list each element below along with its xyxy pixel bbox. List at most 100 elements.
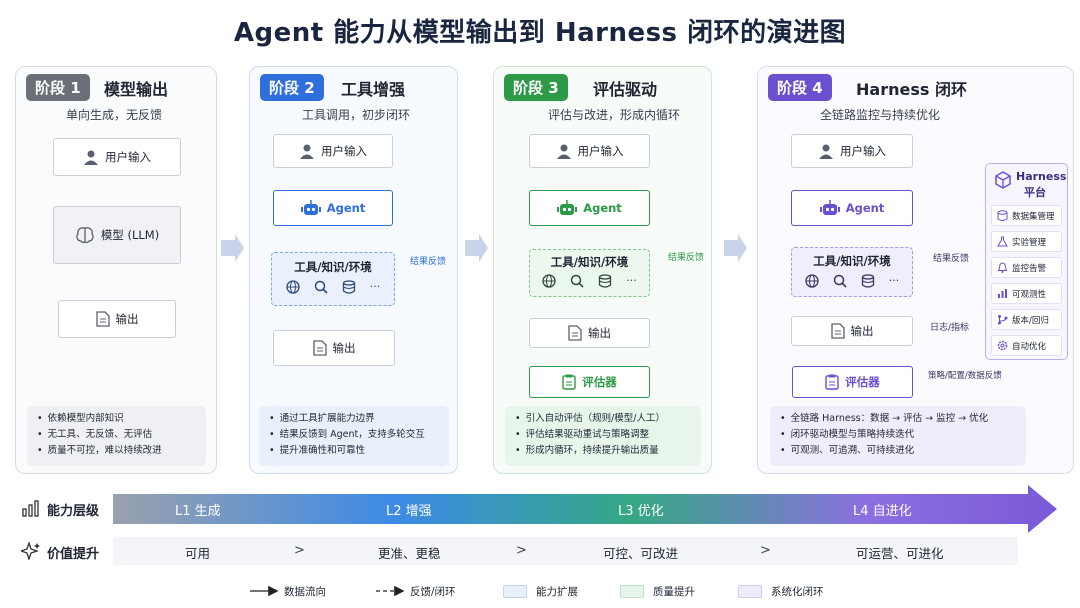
globe-icon <box>542 274 556 288</box>
feedback-label: 结果反馈 <box>933 254 970 264</box>
legend-green-swatch <box>620 585 644 598</box>
harness-item: 监控告警 <box>991 257 1062 278</box>
bullet-item: 形成内循环，持续提升输出质量 <box>515 443 693 459</box>
cube-icon <box>995 171 1011 189</box>
output-node: 输出 <box>529 318 650 348</box>
more-icon: ··· <box>369 280 381 293</box>
bullet-item: 提升准确性和可靠性 <box>269 443 441 459</box>
output-node: 输出 <box>791 316 913 346</box>
legend-purple-swatch <box>738 585 762 598</box>
user-icon <box>819 144 833 159</box>
value-separator: > <box>760 543 771 558</box>
stage-subtitle: 评估与改进，形成内循环 <box>548 108 681 122</box>
tools-label: 工具/知识/环境 <box>550 255 629 269</box>
legend-dashed-label: 反馈/闭环 <box>410 586 456 598</box>
document-icon <box>568 325 582 341</box>
stage-title: 工具增强 <box>341 80 406 99</box>
robot-icon <box>819 200 840 215</box>
tools-group: 工具/知识/环境 ··· <box>529 249 650 297</box>
value-label: 可控、可改进 <box>603 546 679 561</box>
evaluator-node: 评估器 <box>529 366 650 398</box>
harness-title-2: 平台 <box>1024 186 1046 199</box>
bullet-item: 可观测、可追溯、可持续进化 <box>780 443 1018 459</box>
legend-blue-label: 能力扩展 <box>536 586 578 598</box>
harness-item-label: 可观测性 <box>1012 289 1047 300</box>
harness-item-label: 版本/回归 <box>1012 315 1049 326</box>
node-label: 用户输入 <box>105 150 151 164</box>
user-icon <box>556 144 571 159</box>
feedback-label: 结果反馈 <box>410 257 447 267</box>
stage-badge: 阶段 4 <box>768 74 832 101</box>
database-icon <box>997 210 1008 221</box>
value-label: 更准、更稳 <box>378 546 441 561</box>
node-label: Agent <box>326 201 366 215</box>
legend-purple-label: 系统化闭环 <box>771 586 824 598</box>
harness-item-label: 监控告警 <box>1012 263 1047 274</box>
bullet-item: 评估结果驱动重试与策略调整 <box>515 427 693 443</box>
branch-icon <box>998 315 1008 325</box>
policy-feedback-label: 策略/配置/数据反馈 <box>928 371 1002 381</box>
tools-label: 工具/知识/环境 <box>813 254 891 268</box>
bullet-item: 闭环驱动模型与策略持续迭代 <box>780 427 1018 443</box>
capability-arrow <box>113 485 1057 533</box>
harness-item: 可观测性 <box>991 283 1062 304</box>
document-icon <box>830 323 845 339</box>
harness-platform-panel: Harness 平台 数据集管理 实验管理 监控告警 可观测性 版本/回归 自动… <box>985 163 1068 360</box>
level-label: L4 自进化 <box>853 504 912 519</box>
stage-badge: 阶段 3 <box>504 74 568 101</box>
stage-title: Harness 闭环 <box>856 80 967 99</box>
tools-label: 工具/知识/环境 <box>294 260 372 274</box>
page-title: Agent 能力从模型输出到 Harness 闭环的演进图 <box>233 18 847 48</box>
level-label: L1 生成 <box>175 504 221 519</box>
globe-icon <box>286 280 300 294</box>
brain-icon <box>76 227 94 244</box>
value-uplift-label: 价值提升 <box>47 547 100 562</box>
agent-node: Agent <box>273 190 393 226</box>
value-separator: > <box>294 543 305 558</box>
clipboard-icon <box>825 374 839 390</box>
node-label: 用户输入 <box>321 144 367 158</box>
legend-green-label: 质量提升 <box>653 586 695 598</box>
globe-icon <box>805 274 819 288</box>
stage-title: 模型输出 <box>104 80 169 99</box>
harness-item: 自动优化 <box>991 335 1062 356</box>
stage-3-bullets: 引入自动评估（规则/模型/人工） 评估结果驱动重试与策略调整 形成内循环，持续提… <box>505 406 701 466</box>
stage-badge: 阶段 1 <box>26 74 90 101</box>
node-label: 输出 <box>588 326 611 340</box>
output-node: 输出 <box>273 330 395 366</box>
stage-subtitle: 全链路监控与持续优化 <box>820 108 941 122</box>
legend-solid-label: 数据流向 <box>284 586 326 598</box>
stage-2-bullets: 通过工具扩展能力边界 结果反馈到 Agent，支持多轮交互 提升准确性和可靠性 <box>259 406 449 466</box>
user-input-node: 用户输入 <box>273 134 393 168</box>
user-input-node: 用户输入 <box>53 138 181 176</box>
legend-blue-swatch <box>503 585 527 598</box>
document-icon <box>312 340 327 356</box>
user-icon <box>84 150 98 165</box>
level-label: L2 增强 <box>386 504 432 519</box>
gear-icon <box>997 340 1008 351</box>
bullet-item: 全链路 Harness：数据 → 评估 → 监控 → 优化 <box>780 411 1018 427</box>
bar-chart-icon <box>22 500 39 517</box>
model-node: 模型 (LLM) <box>53 206 181 264</box>
clipboard-icon <box>562 374 576 390</box>
node-label: 评估器 <box>582 375 617 389</box>
harness-item-label: 自动优化 <box>1012 341 1047 352</box>
database-icon <box>861 274 874 288</box>
user-input-node: 用户输入 <box>529 134 650 168</box>
bullet-item: 无工具、无反馈、无评估 <box>37 427 198 443</box>
robot-icon <box>557 200 578 215</box>
search-icon <box>314 280 328 294</box>
agent-node: Agent <box>529 190 650 226</box>
user-icon <box>300 144 314 159</box>
node-label: 用户输入 <box>840 144 886 158</box>
feedback-label: 结果反馈 <box>668 253 705 263</box>
value-label: 可运营、可进化 <box>856 546 944 561</box>
document-icon <box>95 311 110 327</box>
stage-subtitle: 工具调用，初步闭环 <box>302 108 411 122</box>
evaluator-node: 评估器 <box>792 366 913 398</box>
chart-icon <box>998 289 1007 298</box>
database-icon <box>342 280 355 294</box>
harness-item-label: 实验管理 <box>1012 237 1047 248</box>
more-icon: ··· <box>626 274 637 287</box>
node-label: 输出 <box>332 341 356 355</box>
